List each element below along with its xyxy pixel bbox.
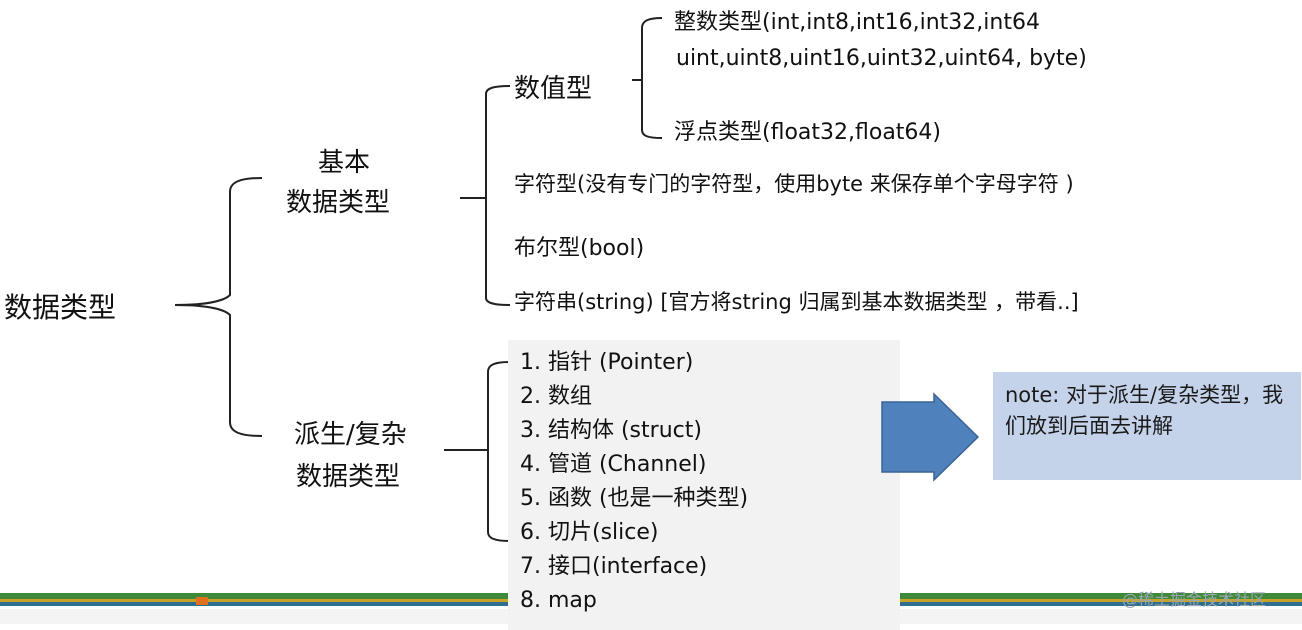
derived-title-line1: 派生/复杂	[294, 420, 407, 450]
root-label: 数据类型	[4, 291, 117, 324]
integer-type-line1: 整数类型(int,int8,int16,int32,int64	[674, 10, 1040, 35]
derived-item-function: 5. 函数 (也是一种类型)	[520, 486, 749, 511]
derived-item-interface: 7. 接口(interface)	[520, 554, 708, 579]
bool-type: 布尔型(bool)	[514, 236, 645, 261]
derived-item-array: 2. 数组	[520, 384, 592, 409]
root-brace-upper	[174, 177, 263, 306]
basic-brace-lower	[485, 198, 511, 306]
derived-list-box	[508, 340, 900, 630]
derived-brace-lower	[487, 450, 511, 542]
string-type: 字符串(string) [官方将string 归属到基本数据类型 ，带看..]	[514, 290, 1079, 314]
integer-type-line2: uint,uint8,uint16,uint32,uint64, byte)	[676, 46, 1087, 71]
basic-brace-upper	[460, 85, 511, 199]
derived-item-slice: 6. 切片(slice)	[520, 520, 659, 545]
derived-title-line2: 数据类型	[296, 462, 401, 492]
watermark: @稀土掘金技术社区	[1122, 590, 1267, 609]
derived-list: 1. 指针 (Pointer) 2. 数组 3. 结构体 (struct) 4.…	[520, 346, 748, 618]
root-brace-lower	[174, 304, 263, 437]
basic-title-line2: 数据类型	[286, 188, 391, 218]
numeric-label: 数值型	[514, 74, 593, 104]
derived-item-map: 8. map	[520, 588, 597, 613]
derived-item-channel: 4. 管道 (Channel)	[520, 452, 707, 477]
basic-title-line1: 基本	[318, 148, 371, 178]
derived-item-struct: 3. 结构体 (struct)	[520, 418, 702, 443]
note-box	[993, 372, 1301, 480]
numeric-brace-upper	[632, 17, 663, 81]
note-text: note: 对于派生/复杂类型，我们放到后面去讲解	[1005, 383, 1284, 438]
char-type: 字符型(没有专门的字符型，使用byte 来保存单个字母字符 )	[514, 172, 1074, 196]
derived-item-pointer: 1. 指针 (Pointer)	[520, 350, 694, 375]
derived-brace-upper	[444, 361, 511, 451]
float-type: 浮点类型(float32,float64)	[674, 120, 941, 145]
numeric-brace-lower	[641, 80, 663, 139]
